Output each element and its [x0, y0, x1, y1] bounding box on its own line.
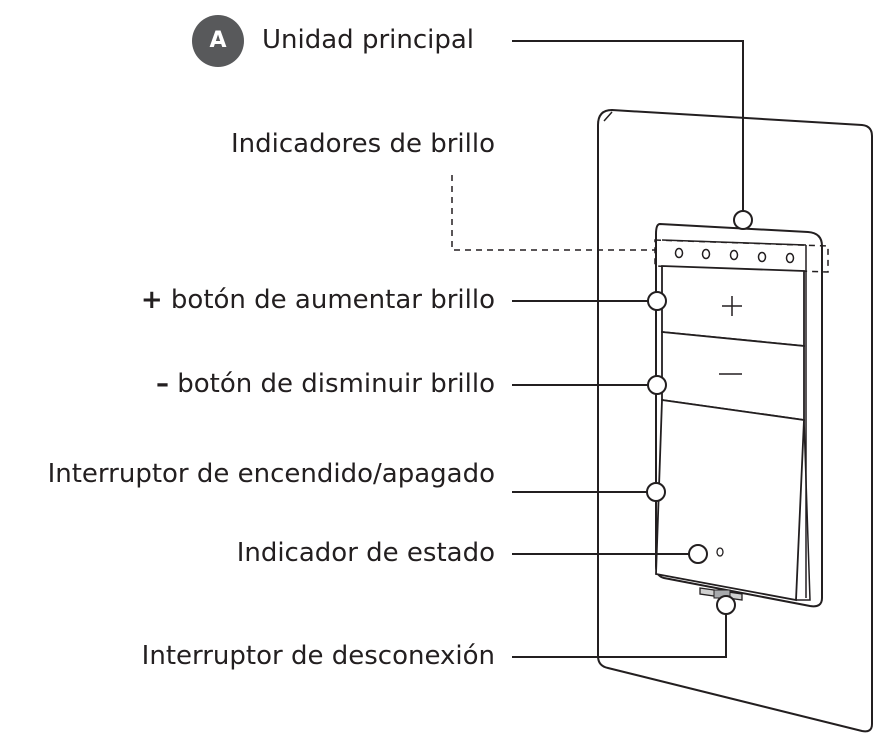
leader-lines: [451, 40, 744, 658]
increase-text: botón de aumentar brillo: [170, 285, 495, 315]
decrease-text: botón de disminuir brillo: [177, 369, 495, 399]
label-power-switch: Interruptor de encendido/apagado: [47, 459, 495, 489]
indicators-dashed-box: [654, 239, 829, 273]
label-main-unit: Unidad principal: [262, 25, 475, 55]
rocker-switch-face: [655, 398, 805, 602]
minus-symbol: –: [155, 369, 169, 399]
label-disconnect-switch: Interruptor de desconexión: [141, 641, 495, 671]
callout-badge-a: A: [192, 15, 244, 67]
label-increase-button: + botón de aumentar brillo: [141, 284, 495, 316]
plus-symbol: +: [140, 285, 163, 315]
brightness-led-row: [674, 247, 795, 264]
label-decrease-button: – botón de disminuir brillo: [156, 368, 495, 400]
label-brightness-indicators: Indicadores de brillo: [231, 129, 495, 159]
status-led: [716, 547, 724, 557]
callout-markers: [646, 210, 753, 615]
label-status-indicator: Indicador de estado: [236, 538, 495, 568]
